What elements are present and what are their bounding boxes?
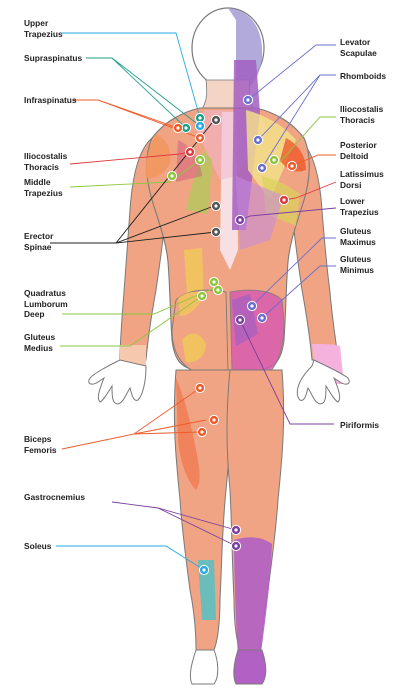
left-leg [174,370,230,684]
label-gluteus-minimus: Gluteus Minimus [340,254,374,275]
trigger-point-center [282,198,285,201]
trigger-point-center [260,166,263,169]
label-erector-spinae: Erector Spinae [24,231,53,252]
trigger-point-center [198,158,201,161]
trigger-point-center [214,118,217,121]
label-latissimus-dorsi: Latissimus Dorsi [340,169,384,190]
trigger-point-center [184,126,187,129]
trigger-point-center [238,318,241,321]
label-iliocostalis-thoracis-left: Iliocostalis Thoracis [24,151,67,172]
trigger-point-center [176,126,179,129]
label-levator-scapulae: Levator Scapulae [340,37,377,58]
trigger-point-center [250,304,253,307]
trigger-point-center [260,316,263,319]
label-gluteus-medius: Gluteus Medius [24,332,55,353]
label-gastrocnemius: Gastrocnemius [24,492,85,503]
trigger-point-center [198,136,201,139]
label-upper-trapezius: Upper Trapezius [24,18,63,39]
trigger-point-center [170,174,173,177]
label-rhomboids: Rhomboids [340,71,386,82]
trigger-point-center [198,386,201,389]
trigger-point-center [198,124,201,127]
trigger-point-center [290,164,293,167]
label-iliocostalis-thoracis-right: Iliocostalis Thoracis [340,104,383,125]
label-piriformis: Piriformis [340,420,379,431]
label-supraspinatus: Supraspinatus [24,53,82,64]
trigger-point-center [214,204,217,207]
trigger-point-center [188,150,191,153]
trigger-point-center [200,430,203,433]
trigger-point-center [272,158,275,161]
label-middle-trapezius: Middle Trapezius [24,177,63,198]
trigger-point-center [234,528,237,531]
trigger-point-center [198,116,201,119]
trigger-point-center [212,418,215,421]
trigger-point-center [246,98,249,101]
label-quadratus-lumborum-deep: Quadratus Lumborum Deep [24,288,68,320]
trigger-point-center [202,568,205,571]
label-gluteus-maximus: Gluteus Maximus [340,226,376,247]
label-biceps-femoris: Biceps Femoris [24,434,57,455]
label-infraspinatus: Infraspinatus [24,95,77,106]
trigger-point-center [256,138,259,141]
label-lower-trapezius: Lower Trapezius [340,196,379,217]
trigger-point-center [238,218,241,221]
trigger-point-center [216,288,219,291]
trigger-point-center [214,230,217,233]
label-posterior-deltoid: Posterior Deltoid [340,140,377,161]
label-soleus: Soleus [24,541,51,552]
trigger-point-center [200,294,203,297]
trigger-point-center [212,280,215,283]
trigger-point-center [234,544,237,547]
